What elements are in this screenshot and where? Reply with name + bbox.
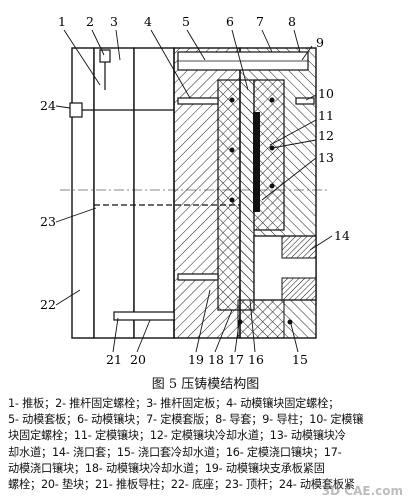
callout-10: 10 [318,86,334,101]
legend-line: 1- 推板；2- 推杆固定螺栓；3- 推杆固定板；4- 动模镶块固定螺栓； [8,397,340,410]
callout-2: 2 [86,14,94,29]
callout-12: 12 [318,128,334,143]
callout-1: 1 [58,14,66,29]
callout-18: 18 [208,352,224,367]
callout-4: 4 [144,14,152,29]
callout-14: 14 [334,228,350,243]
callout-16: 16 [248,352,264,367]
callout-7: 7 [256,14,264,29]
legend-line: 5- 动模套板；6- 动模镶块；7- 定模套版；8- 导套；9- 导柱；10- … [8,413,364,427]
callout-21: 21 [106,352,122,367]
watermark: 3D CAE.com [321,484,403,498]
spacer-block [133,47,175,339]
parts-legend: 1- 推板；2- 推杆固定螺栓；3- 推杆固定板；4- 动模镶块固定螺栓； 5-… [8,396,406,493]
callout-labels: 1 2 3 4 5 6 7 8 9 10 11 12 13 14 15 16 1… [40,14,350,367]
callout-20: 20 [130,352,146,367]
callout-11: 11 [318,108,334,123]
legend-line: 块固定螺栓；11- 定模镶块；12- 定模镶块冷却水道；13- 动模镶块冷 [8,429,346,443]
ejector-plate [93,47,135,339]
leader-lines [55,29,333,353]
callout-24: 24 [40,98,56,113]
callout-6: 6 [226,14,234,29]
callout-13: 13 [318,150,334,165]
callout-5: 5 [182,14,190,29]
die-casting-mold-drawing: 1 2 3 4 5 6 7 8 9 10 11 12 13 14 15 16 1… [40,14,350,367]
bolts [69,49,315,321]
cavity [253,112,260,212]
callout-9: 9 [316,35,324,50]
callout-15: 15 [292,352,308,367]
legend-line: 却水道；14- 浇口套；15- 浇口套冷却水道；16- 定模浇口镶块；17- [8,445,342,459]
callout-17: 17 [228,352,244,367]
legend-line: 动模浇口镶块；18- 动模镶块冷却水道；19- 动模镶块支承板紧固 [8,461,325,475]
callout-19: 19 [188,352,204,367]
base-plate [71,47,95,339]
callout-8: 8 [288,14,296,29]
callout-23: 23 [40,214,56,229]
figure-caption: 图 5 压铸模结构图 [151,377,260,392]
callout-22: 22 [40,297,56,312]
callout-3: 3 [110,14,118,29]
legend-line: 螺栓；20- 垫块；21- 推板导柱；22- 底座；23- 顶杆；24- 动模套… [8,478,355,492]
